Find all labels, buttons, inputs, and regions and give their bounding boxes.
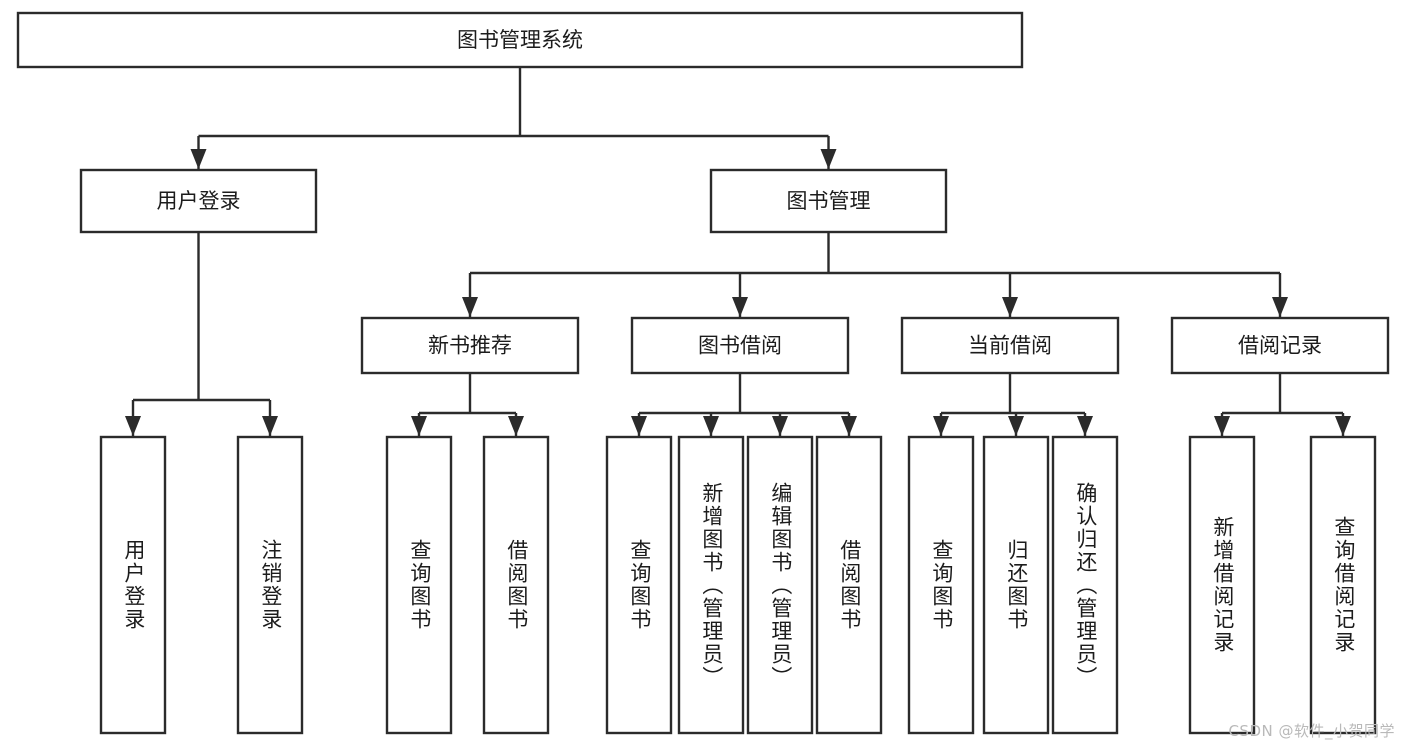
node-box-leaf-6[interactable]	[746, 435, 814, 735]
node-box-leaf-0[interactable]	[99, 435, 167, 735]
arrow-head-leaf-6	[772, 416, 788, 436]
node-box-level3-2[interactable]	[900, 316, 1120, 375]
arrow-head-leaf-2	[411, 416, 427, 436]
arrow-head-leaf-7	[841, 416, 857, 436]
arrow-head-leaf-12	[1335, 416, 1351, 436]
node-box-leaf-2[interactable]	[385, 435, 453, 735]
node-box-leaf-3[interactable]	[482, 435, 550, 735]
node-label-level3-0: 新书推荐	[428, 334, 512, 358]
node-box-leaf-1[interactable]	[236, 435, 304, 735]
arrow-head-leaf-9	[1008, 416, 1024, 436]
node-box-level3-0[interactable]	[360, 316, 580, 375]
arrow-head-leaf-11	[1214, 416, 1230, 436]
arrow-head-leaf-5	[703, 416, 719, 436]
arrow-head-leaf-0	[125, 416, 141, 436]
node-label-level3-3: 借阅记录	[1238, 334, 1322, 358]
node-box-level3-3[interactable]	[1170, 316, 1390, 375]
node-label-level2-0: 用户登录	[157, 189, 241, 213]
node-box-leaf-5[interactable]	[677, 435, 745, 735]
node-box-leaf-4[interactable]	[605, 435, 673, 735]
node-box-level2-0[interactable]	[79, 168, 318, 234]
arrow-head-level3-2	[1002, 297, 1018, 317]
arrow-head-leaf-10	[1077, 416, 1093, 436]
node-label-root: 图书管理系统	[457, 28, 583, 52]
node-label-level2-1: 图书管理	[787, 189, 871, 213]
node-box-leaf-11[interactable]	[1188, 435, 1256, 735]
connector-lines	[125, 67, 1351, 436]
arrow-head-leaf-1	[262, 416, 278, 436]
node-box-leaf-12[interactable]	[1309, 435, 1377, 735]
watermark-text: CSDN @软件_小贺同学	[1228, 722, 1395, 740]
node-box-root[interactable]	[16, 11, 1024, 69]
node-box-leaf-10[interactable]	[1051, 435, 1119, 735]
node-box-leaf-8[interactable]	[907, 435, 975, 735]
node-boxes	[16, 11, 1390, 735]
node-label-level3-2: 当前借阅	[968, 334, 1052, 358]
arrow-head-level3-1	[732, 297, 748, 317]
node-label-level3-1: 图书借阅	[698, 334, 782, 358]
arrow-head-level2-0	[190, 149, 207, 169]
node-box-level3-1[interactable]	[630, 316, 850, 375]
node-box-leaf-7[interactable]	[815, 435, 883, 735]
arrow-head-leaf-8	[933, 416, 949, 436]
node-box-leaf-9[interactable]	[982, 435, 1050, 735]
arrow-head-leaf-3	[508, 416, 524, 436]
arrow-head-level3-3	[1272, 297, 1288, 317]
arrow-head-level2-1	[820, 149, 837, 169]
arrow-head-leaf-4	[631, 416, 647, 436]
arrow-head-level3-0	[462, 297, 478, 317]
node-box-level2-1[interactable]	[709, 168, 948, 234]
